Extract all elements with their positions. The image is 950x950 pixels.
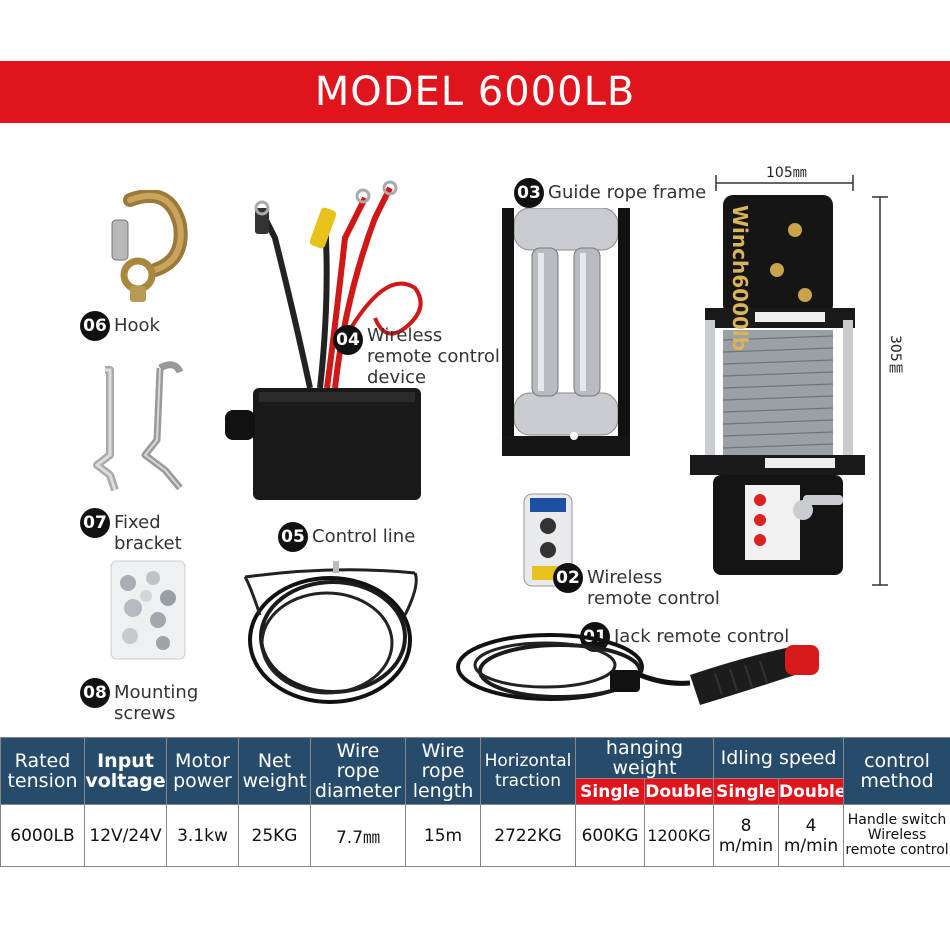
part-04-text-line1: Wireless (367, 325, 443, 346)
header-idling-speed: Idling speed (712, 737, 845, 779)
height-dimension: 305㎜ (887, 335, 903, 376)
part-06-label: 06 Hook (80, 311, 160, 341)
part-05-text: Control line (312, 526, 416, 547)
hook-image (111, 190, 188, 302)
part-02-number: 02 (553, 563, 583, 593)
part-02-text-line1: Wireless (587, 567, 663, 588)
part-04-text-line2: remote control (367, 346, 500, 367)
model-title: MODEL 6000LB (314, 69, 636, 115)
guide-rope-frame-image (502, 208, 630, 456)
part-03-number: 03 (514, 178, 544, 208)
table-row: 6000LB 12V/24V 3.1kw 25KG 7.7㎜ 15m 2722K… (0, 804, 950, 867)
value-net-weight: 25KG (238, 804, 311, 867)
mounting-screws-image (110, 560, 186, 660)
header-speed-single: Single (713, 778, 779, 805)
part-08-number: 08 (80, 678, 110, 708)
value-input-voltage: 12V/24V (84, 804, 167, 867)
part-06-text: Hook (114, 315, 160, 336)
part-08-text-line2: screws (114, 703, 176, 724)
header-hanging-weight: hanging weight (575, 737, 714, 779)
part-07-text-line2: bracket (114, 533, 182, 554)
part-08-text-line1: Mounting (114, 682, 199, 703)
value-motor-power: 3.1kw (166, 804, 239, 867)
part-04-number: 04 (333, 325, 363, 355)
winch-brand-text: Winch6000lb (728, 205, 752, 352)
header-hanging-double: Double (644, 778, 714, 805)
width-dimension: 105㎜ (766, 165, 807, 181)
wireless-receiver-image (225, 180, 423, 500)
part-03-label: 03 Guide rope frame (514, 178, 706, 208)
part-06-number: 06 (80, 311, 110, 341)
part-07-number: 07 (80, 508, 110, 538)
value-hanging-double: 1200KG (644, 804, 714, 867)
value-wire-rope-diameter: 7.7㎜ (310, 804, 406, 867)
part-05-number: 05 (278, 522, 308, 552)
header-speed-double: Double (777, 778, 845, 805)
winch-dimension-lines (715, 175, 888, 586)
value-rated-tension: 6000LB (0, 804, 85, 867)
fixed-bracket-image (93, 361, 184, 492)
part-03-text: Guide rope frame (548, 182, 707, 203)
title-banner: MODEL 6000LB (0, 61, 950, 123)
part-07-text-line1: Fixed (114, 512, 161, 533)
value-hanging-single: 600KG (575, 804, 645, 867)
part-04-text-line3: device (367, 367, 427, 388)
winch-image (690, 195, 865, 575)
part-01-text: Jack remote control (614, 626, 790, 647)
value-wire-rope-length: 15m (405, 804, 481, 867)
part-05-label: 05 Control line (278, 522, 415, 552)
part-02-text-line2: remote control (587, 588, 720, 609)
control-line-image (243, 561, 418, 704)
value-horizontal-traction: 2722KG (480, 804, 576, 867)
jack-remote-image (456, 633, 819, 705)
header-hanging-single: Single (575, 778, 645, 805)
